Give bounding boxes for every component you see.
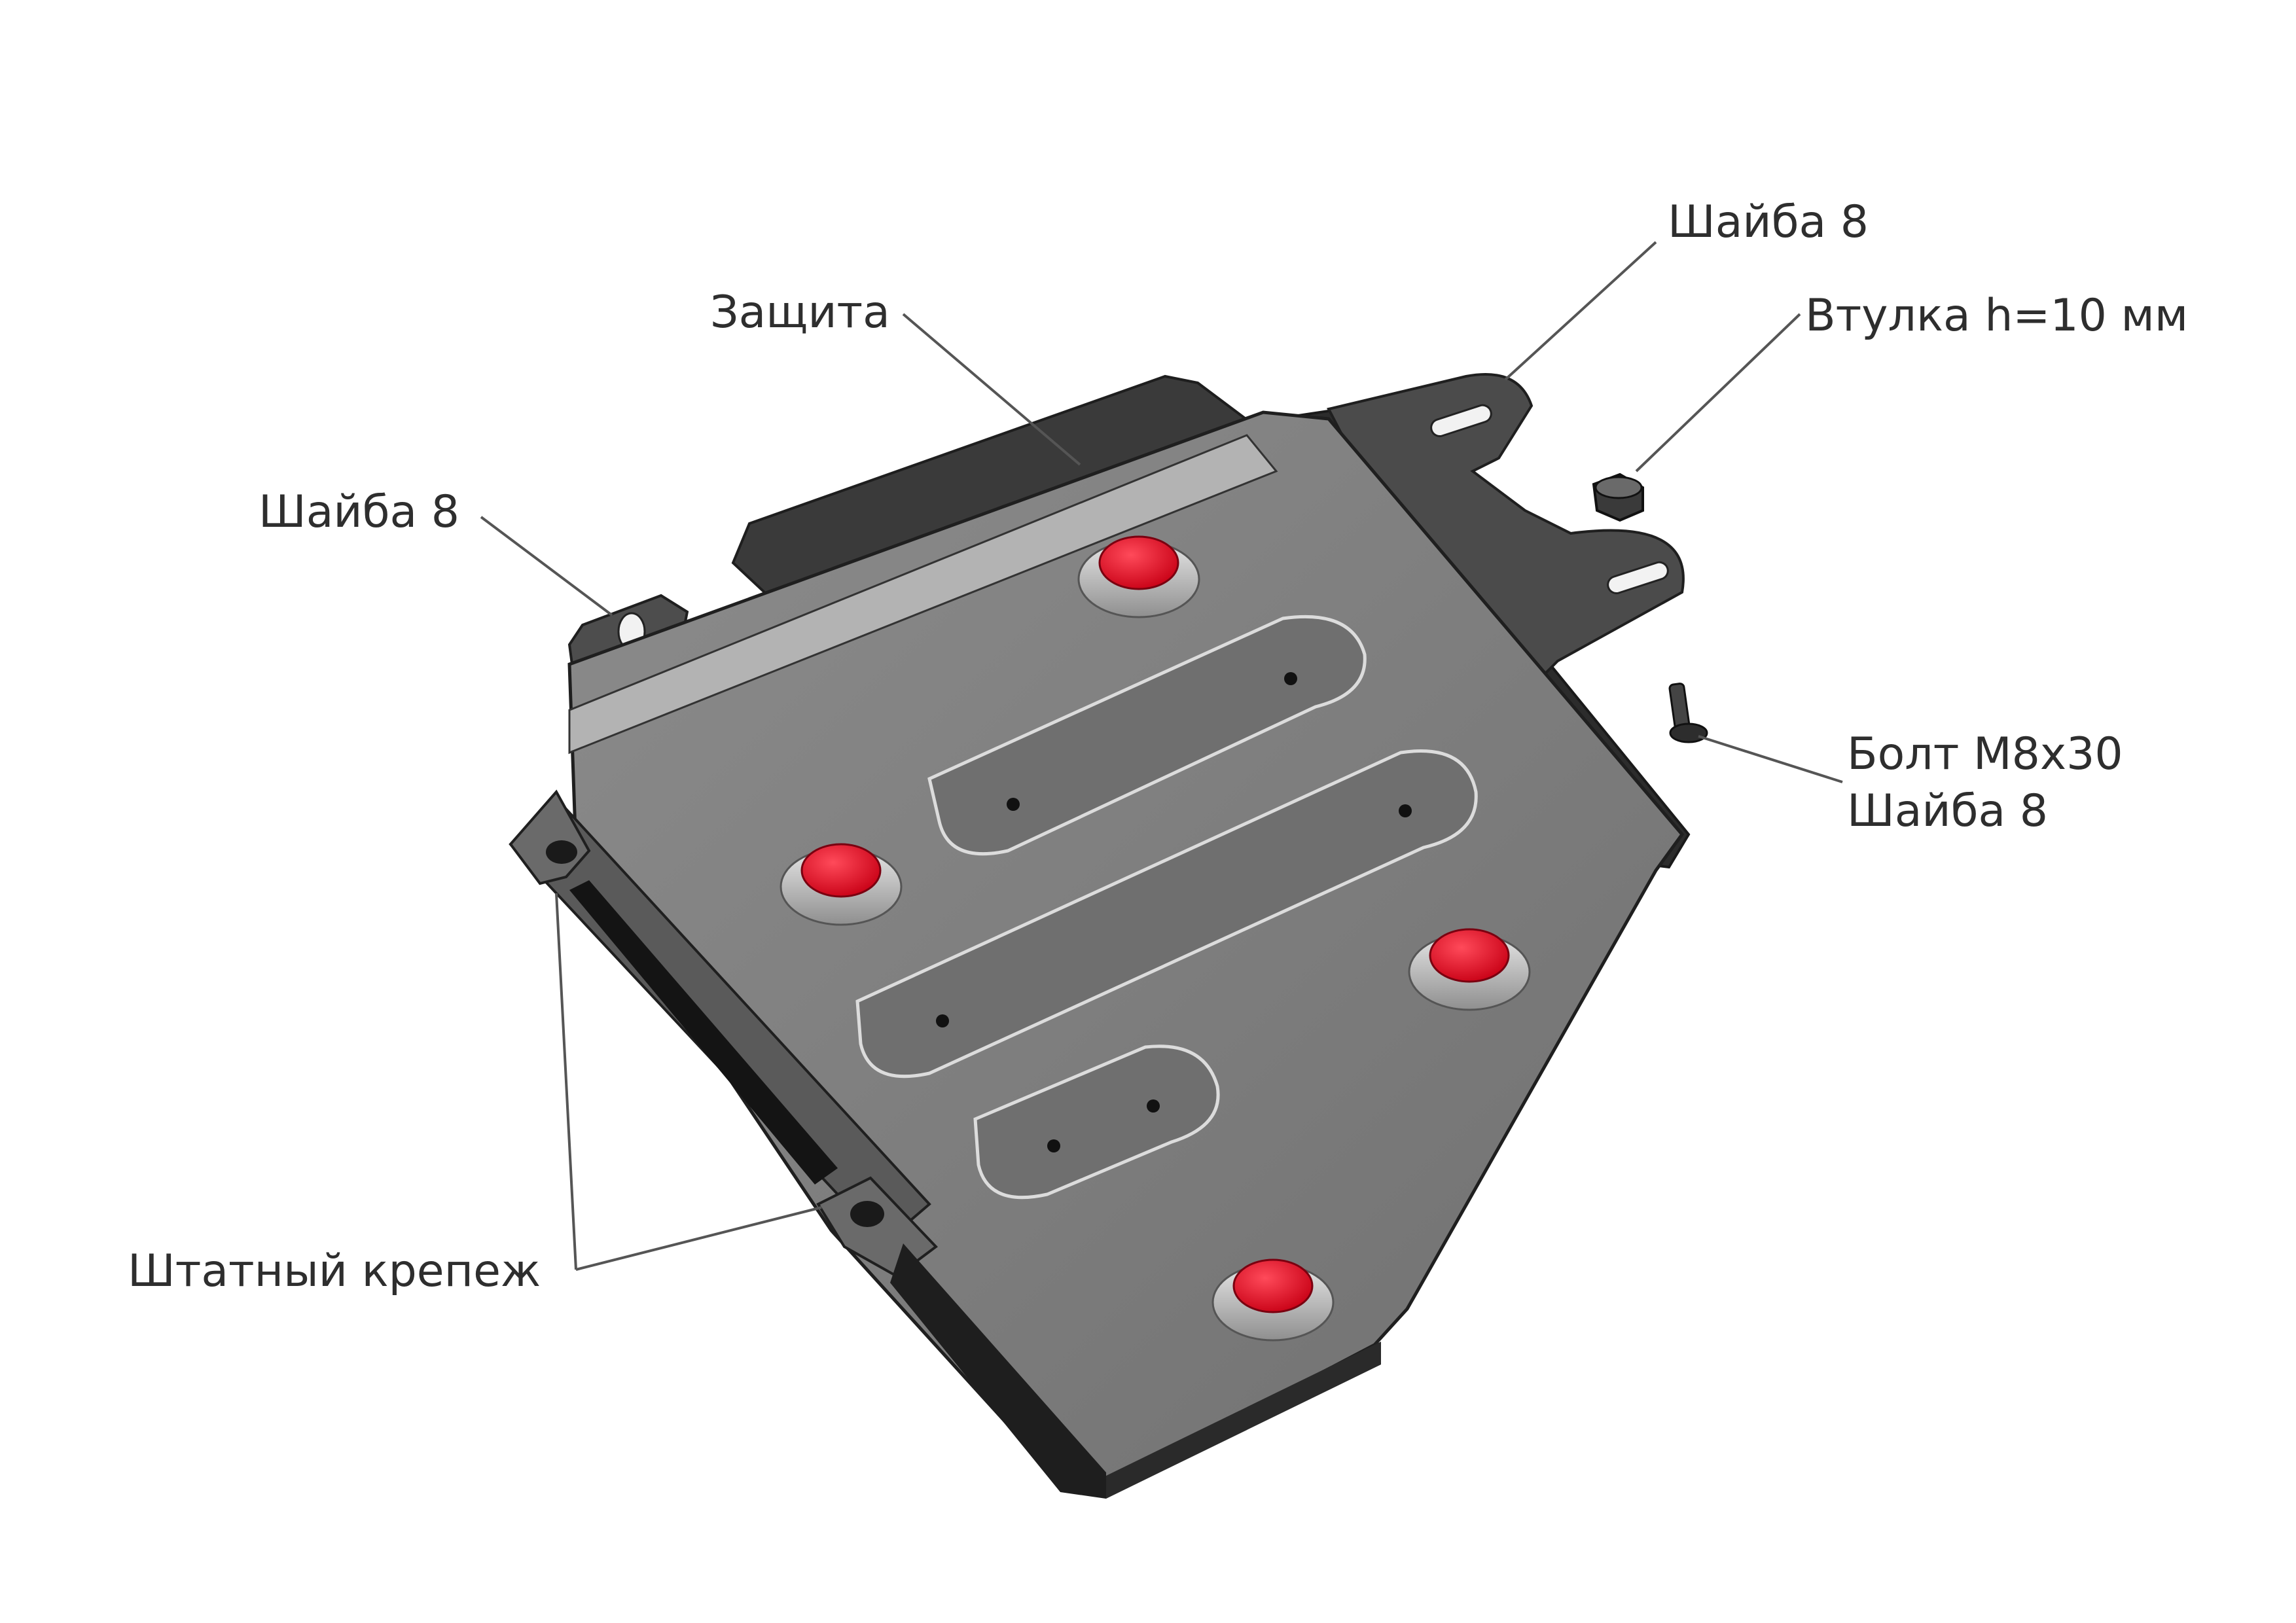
right-bracket (1327, 373, 1685, 689)
leader-fastener-b (575, 1206, 822, 1271)
label-bushing: Втулка h=10 мм (1805, 290, 2188, 342)
left-lower-channel (569, 880, 838, 1185)
red-plug-right (1408, 928, 1531, 1011)
leader-bushing (1635, 313, 1801, 473)
plate-top-strip (568, 434, 1278, 755)
leader-washer-top-right (1504, 241, 1657, 381)
label-protection: Защита (710, 287, 890, 338)
bottom-edge-right (1106, 1342, 1381, 1499)
bolt-part (1668, 683, 1708, 743)
label-bolt: Болт М8х30 (1847, 728, 2123, 780)
leader-lines (480, 241, 1843, 1271)
leader-bolt (1698, 735, 1843, 783)
bracket-slot-upper (1430, 404, 1492, 438)
left-tab-lower-hole (850, 1201, 884, 1227)
leader-washer-left (480, 516, 613, 616)
bracket-slot-lower (1607, 561, 1669, 595)
red-plug-top (1077, 535, 1200, 618)
red-plug-bottom (1211, 1258, 1335, 1342)
label-washer-left: Шайба 8 (259, 486, 459, 538)
bushing-part (1592, 473, 1644, 522)
bottom-edge (890, 1243, 1106, 1499)
label-washer-top-right: Шайба 8 (1668, 196, 1869, 248)
leader-protection (902, 313, 1081, 466)
label-standard-fastener: Штатный крепеж (128, 1245, 541, 1297)
leader-fastener-a (555, 893, 577, 1270)
left-tab-upper-hole (546, 840, 577, 864)
rib-2 (855, 749, 1478, 1079)
rib-1 (927, 615, 1367, 856)
label-bolt-washer: Шайба 8 (1847, 785, 2048, 837)
rib-3 (973, 1044, 1220, 1200)
skid-plate (509, 373, 1691, 1499)
red-plug-left (780, 843, 903, 926)
